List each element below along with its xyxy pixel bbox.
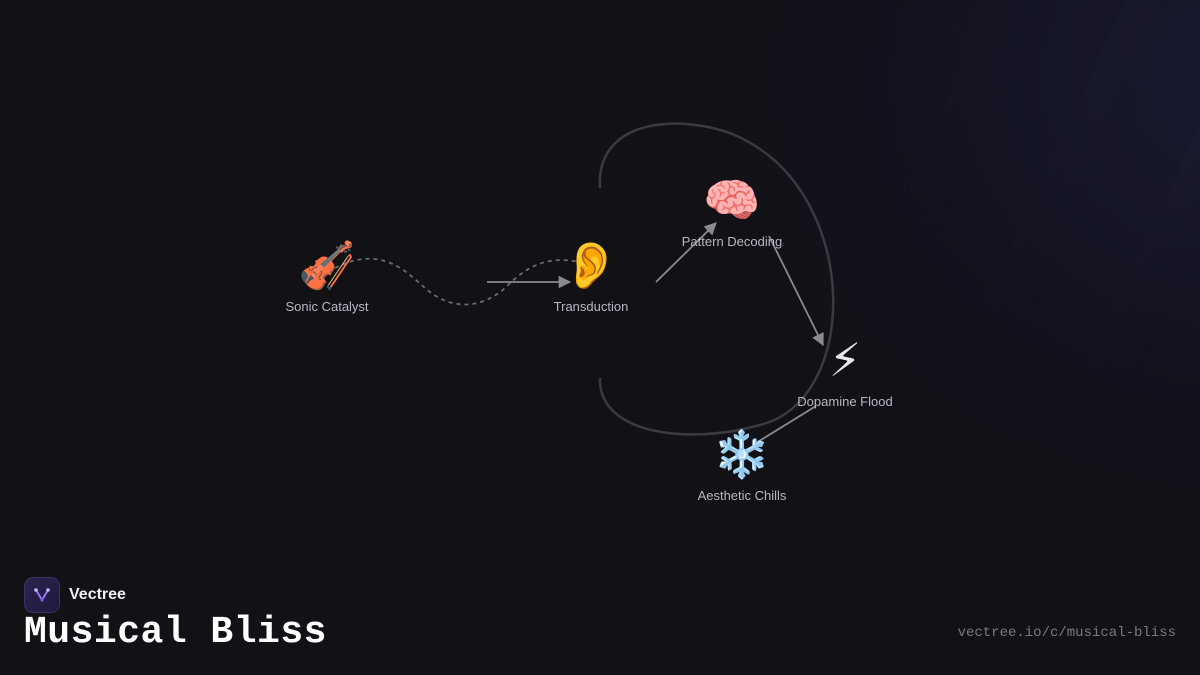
node-aesthetic-chills[interactable]: ❄️ Aesthetic Chills — [662, 426, 822, 503]
edge-transduction-to-pattern-decoding — [655, 222, 717, 283]
node-label: Dopamine Flood — [797, 394, 893, 409]
brain-icon: 🧠 — [703, 173, 761, 227]
brand-name: Vectree — [69, 586, 126, 603]
node-sonic-catalyst[interactable]: 🎻 Sonic Catalyst — [247, 237, 407, 314]
ear-icon: 👂 — [562, 238, 620, 292]
brand[interactable]: Vectree — [24, 577, 126, 613]
page-url[interactable]: vectree.io/c/musical-bliss — [957, 625, 1176, 641]
node-dopamine-flood[interactable]: ⚡ Dopamine Flood — [765, 332, 925, 409]
feedback-loop-curve — [598, 122, 835, 436]
vectree-logo-icon — [24, 577, 60, 613]
edge-dopamine-flood-to-aesthetic-chills — [755, 405, 817, 444]
node-pattern-decoding[interactable]: 🧠 Pattern Decoding — [652, 172, 812, 249]
node-transduction[interactable]: 👂 Transduction — [511, 237, 671, 314]
node-label: Pattern Decoding — [681, 234, 783, 249]
page-title: Musical Bliss — [24, 611, 327, 654]
edge-pattern-decoding-to-dopamine-flood — [768, 235, 824, 347]
snowflake-icon: ❄️ — [713, 427, 771, 481]
node-label: Aesthetic Chills — [697, 488, 787, 503]
node-label: Transduction — [553, 299, 629, 314]
edge-sonic-to-transduction-wave — [334, 257, 581, 306]
node-label: Sonic Catalyst — [285, 299, 369, 314]
lightning-icon: ⚡ — [828, 333, 862, 387]
violin-icon: 🎻 — [298, 238, 356, 292]
